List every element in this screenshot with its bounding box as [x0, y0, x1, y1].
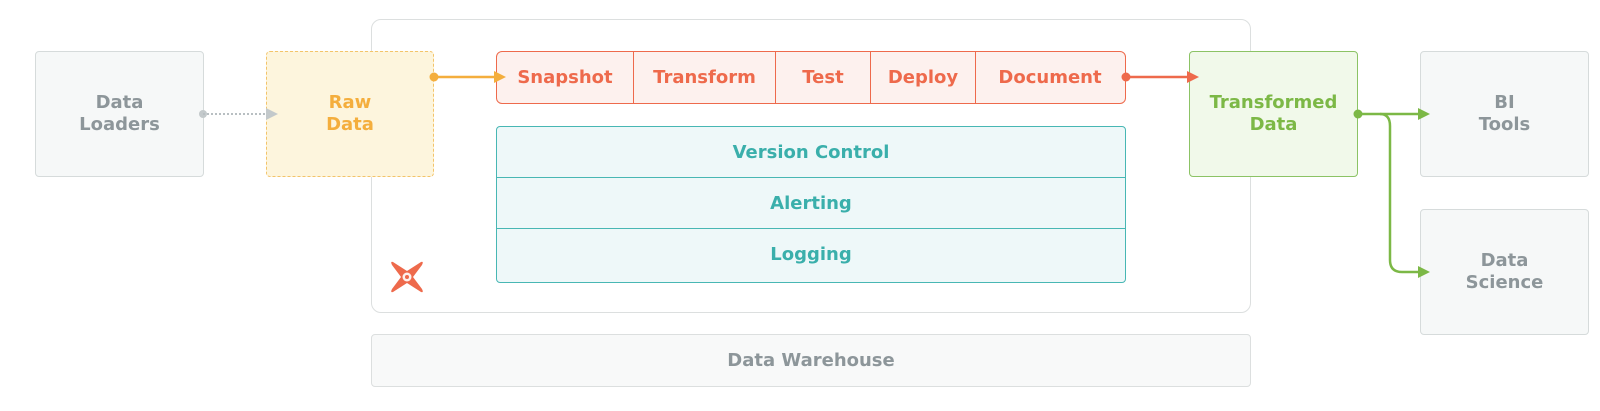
- step-transform-label: Transform: [653, 67, 756, 88]
- step-transform: Transform: [634, 52, 776, 103]
- platform-layers: Version Control Alerting Logging: [496, 126, 1126, 283]
- loaders-to-raw-arrow: [199, 108, 278, 120]
- raw-data-label: Raw Data: [326, 92, 374, 135]
- data-warehouse-label: Data Warehouse: [727, 350, 895, 371]
- layer-alerting-label: Alerting: [770, 192, 852, 214]
- step-snapshot: Snapshot: [497, 52, 634, 103]
- step-test-label: Test: [802, 67, 844, 88]
- raw-data-node: Raw Data: [266, 51, 434, 177]
- data-science-node: Data Science: [1420, 209, 1589, 335]
- data-warehouse: Data Warehouse: [371, 334, 1251, 387]
- step-deploy: Deploy: [871, 52, 976, 103]
- layer-logging: Logging: [497, 229, 1125, 280]
- raw-to-steps-arrow: [429, 71, 506, 83]
- layer-alerting: Alerting: [497, 178, 1125, 229]
- bi-tools-node: BI Tools: [1420, 51, 1589, 177]
- data-loaders-label: Data Loaders: [79, 92, 160, 135]
- transformed-data-node: Transformed Data: [1189, 51, 1358, 177]
- steps-to-transformed-arrow: [1121, 71, 1199, 83]
- dbt-logo-icon: [391, 261, 423, 293]
- step-deploy-label: Deploy: [887, 67, 959, 88]
- transformed-data-label: Transformed Data: [1209, 92, 1338, 135]
- bi-tools-label: BI Tools: [1478, 92, 1531, 135]
- step-document: Document: [976, 52, 1124, 103]
- transformed-to-consumers-arrows: [1353, 108, 1430, 278]
- step-document-label: Document: [998, 67, 1102, 88]
- step-test: Test: [776, 52, 871, 103]
- pipeline-steps: Snapshot Transform Test Deploy Document: [496, 51, 1126, 104]
- layer-logging-label: Logging: [770, 244, 852, 265]
- data-science-label: Data Science: [1465, 250, 1544, 293]
- layer-version-control-label: Version Control: [732, 141, 890, 163]
- layer-version-control: Version Control: [497, 127, 1125, 178]
- step-snapshot-label: Snapshot: [517, 67, 613, 88]
